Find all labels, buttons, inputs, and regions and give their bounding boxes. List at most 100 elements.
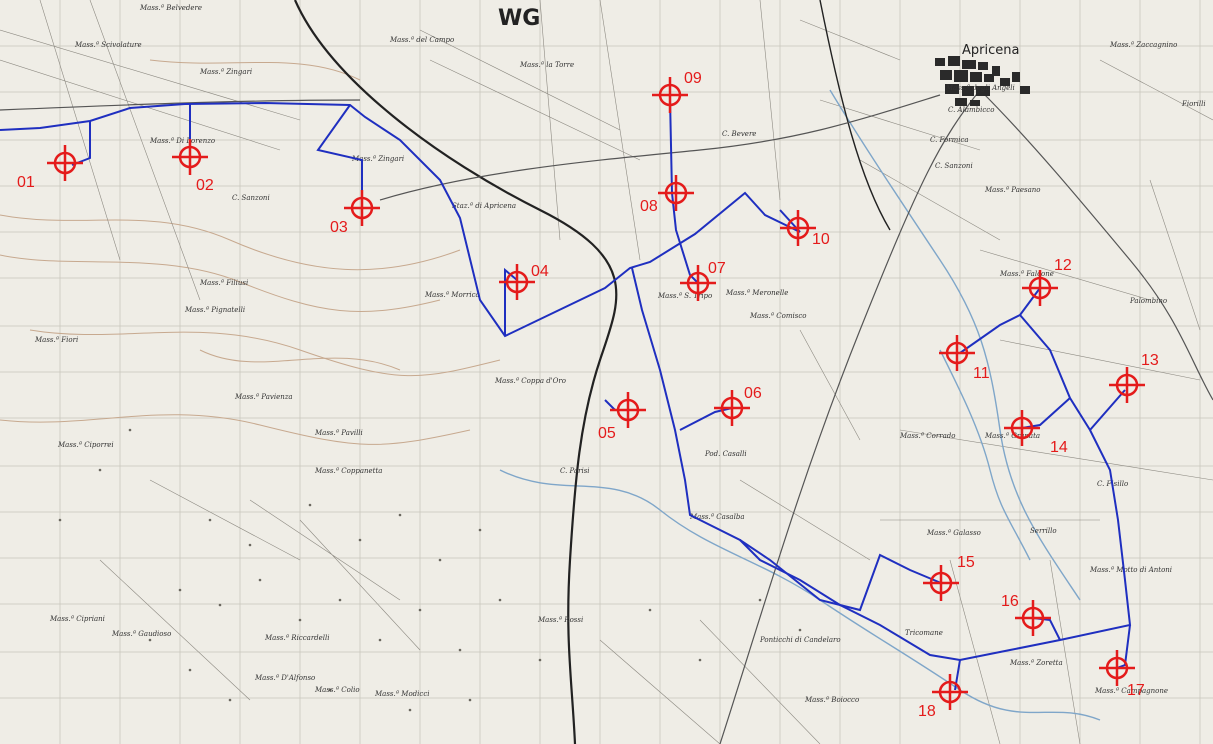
place-name-label: C. Bevere bbox=[722, 130, 756, 138]
turbine-label: 15 bbox=[957, 554, 975, 571]
place-name-label: Ponticchi di Candelaro bbox=[759, 636, 841, 644]
place-name-label: Fiorilli bbox=[1181, 100, 1206, 108]
turbine-marker-02[interactable]: 02 bbox=[172, 139, 214, 194]
place-name-label: Mass.ª Gaudioso bbox=[111, 630, 171, 638]
turbine-marker-03[interactable]: 03 bbox=[330, 190, 380, 236]
turbine-label: 03 bbox=[330, 219, 348, 236]
place-name-label: Mass.ª Cipriani bbox=[49, 615, 105, 623]
turbine-marker-13[interactable]: 13 bbox=[1109, 352, 1159, 403]
place-name-label: Mass.ª del Campo bbox=[389, 36, 454, 44]
place-name-label: Mass.ª Zingari bbox=[199, 68, 252, 76]
turbine-marker-09[interactable]: 09 bbox=[652, 70, 702, 113]
place-name-label: Mass.ª Corrado bbox=[899, 432, 955, 440]
place-name-label: C. Formica bbox=[930, 136, 969, 144]
turbine-label: 11 bbox=[973, 365, 990, 382]
place-name-label: Mass.ª Galasso bbox=[926, 529, 981, 537]
place-name-label: Mass.ª Riccardelli bbox=[264, 634, 330, 642]
turbine-marker-07[interactable]: 07 bbox=[680, 260, 726, 301]
turbine-marker-14[interactable]: 14 bbox=[1004, 410, 1068, 456]
cable-route bbox=[0, 97, 1132, 691]
place-name-label: Palombino bbox=[1129, 297, 1167, 305]
place-name-label: Mass.ª Campagnone bbox=[1094, 687, 1168, 695]
place-name-label: Mass.ª Boiocco bbox=[804, 696, 859, 704]
place-name-label: Mass.ª degli Angeli bbox=[945, 84, 1015, 92]
place-name-label: Mass.ª D'Alfonso bbox=[254, 674, 315, 682]
contour-lines bbox=[0, 59, 501, 445]
place-name-label: Mass.ª Granata bbox=[984, 432, 1040, 440]
place-name-label: Mass.ª Ciporrei bbox=[57, 441, 114, 449]
place-name-label: Mass.ª Pavienza bbox=[234, 393, 293, 401]
place-name-label: Mass.ª Pavilli bbox=[314, 429, 363, 437]
turbine-marker-05[interactable]: 05 bbox=[598, 392, 646, 442]
turbine-label: 18 bbox=[918, 703, 936, 720]
place-name-label: Mass.ª Filiusi bbox=[199, 279, 248, 287]
place-name-label: C. Sanzoni bbox=[935, 162, 973, 170]
place-name-label: Mass.ª Morrica bbox=[424, 291, 480, 299]
place-name-label: Mass.ª Belvedere bbox=[139, 4, 202, 12]
turbine-marker-04[interactable]: 04 bbox=[499, 263, 549, 300]
turbine-label: 02 bbox=[196, 177, 214, 194]
turbine-marker-11[interactable]: 11 bbox=[939, 335, 990, 382]
place-name-label: Mass.ª Pignatelli bbox=[184, 306, 245, 314]
place-name-label: Mass.ª Casalba bbox=[689, 513, 745, 521]
town-label: Apricena bbox=[962, 43, 1019, 58]
turbine-marker-12[interactable]: 12 bbox=[1022, 257, 1072, 306]
turbine-label: 01 bbox=[17, 174, 35, 191]
turbine-marker-01[interactable]: 01 bbox=[17, 145, 83, 191]
place-name-label: Mass.ª Di Lorenzo bbox=[149, 137, 215, 145]
turbine-label: 05 bbox=[598, 425, 616, 442]
turbine-label: 06 bbox=[744, 385, 762, 402]
place-name-label: Mass.ª Paesano bbox=[984, 186, 1041, 194]
turbine-marker-08[interactable]: 08 bbox=[640, 175, 694, 215]
place-name-label: Staz.ª di Apricena bbox=[452, 202, 516, 210]
turbine-marker-06[interactable]: 06 bbox=[714, 385, 762, 426]
place-name-label: Mass.ª Falcone bbox=[999, 270, 1054, 278]
place-name-label: Pod. Casalli bbox=[704, 450, 747, 458]
place-name-label: Mass.ª Scivolature bbox=[74, 41, 142, 49]
place-name-label: Mass.ª la Torre bbox=[519, 61, 574, 69]
place-name-label: Mass.ª Zoretta bbox=[1009, 659, 1063, 667]
place-name-label: Mass.ª Colio bbox=[314, 686, 360, 694]
place-name-label: C. Parisi bbox=[560, 467, 590, 475]
place-name-label: C. Alambicco bbox=[948, 106, 994, 114]
rivers bbox=[499, 89, 1101, 721]
turbine-layer: 01 02 03 04 05 06 07 08 09 10 11 12 13 14 15 16 17 18 bbox=[17, 70, 1159, 720]
corner-label: WG bbox=[498, 6, 540, 31]
roads bbox=[0, 89, 1213, 744]
turbine-marker-17[interactable]: 17 bbox=[1099, 650, 1145, 699]
town-apricena bbox=[935, 56, 1030, 106]
place-name-label: Mass.ª Meronelle bbox=[725, 289, 788, 297]
railway bbox=[293, 0, 891, 744]
place-name-label: Mass.ª S. Tripo bbox=[657, 292, 712, 300]
place-name-label: Mass.ª Zingari bbox=[351, 155, 404, 163]
turbine-label: 08 bbox=[640, 198, 658, 215]
turbine-marker-18[interactable]: 18 bbox=[918, 674, 968, 720]
turbine-marker-10[interactable]: 10 bbox=[780, 210, 830, 248]
place-name-label: C. Sanzoni bbox=[232, 194, 270, 202]
place-name-label: Mass.ª Fiori bbox=[34, 336, 78, 344]
turbine-label: 16 bbox=[1001, 593, 1019, 610]
turbine-label: 10 bbox=[812, 231, 830, 248]
turbine-label: 14 bbox=[1050, 439, 1068, 456]
place-name-label: Mass.ª Zaccagnino bbox=[1109, 41, 1177, 49]
place-name-label: Mass.ª Comisco bbox=[749, 312, 806, 320]
turbine-label: 13 bbox=[1141, 352, 1159, 369]
turbine-label: 12 bbox=[1054, 257, 1072, 274]
place-name-label: Mass.ª Coppa d'Oro bbox=[494, 377, 566, 385]
turbine-marker-15[interactable]: 15 bbox=[923, 554, 975, 601]
place-name-label: Mass.ª Modicci bbox=[374, 690, 429, 698]
settlement-dots bbox=[58, 428, 802, 712]
place-name-label: Serrillo bbox=[1030, 527, 1057, 535]
turbine-label: 17 bbox=[1127, 682, 1145, 699]
place-name-label: Mass.ª Rossi bbox=[537, 616, 583, 624]
place-name-label: Tricomane bbox=[905, 629, 943, 637]
turbine-label: 07 bbox=[708, 260, 726, 277]
turbine-marker-16[interactable]: 16 bbox=[1001, 593, 1051, 636]
place-name-label: Mass.ª Motto di Antoni bbox=[1089, 566, 1172, 574]
place-name-label: Mass.ª Coppanetta bbox=[314, 467, 382, 475]
